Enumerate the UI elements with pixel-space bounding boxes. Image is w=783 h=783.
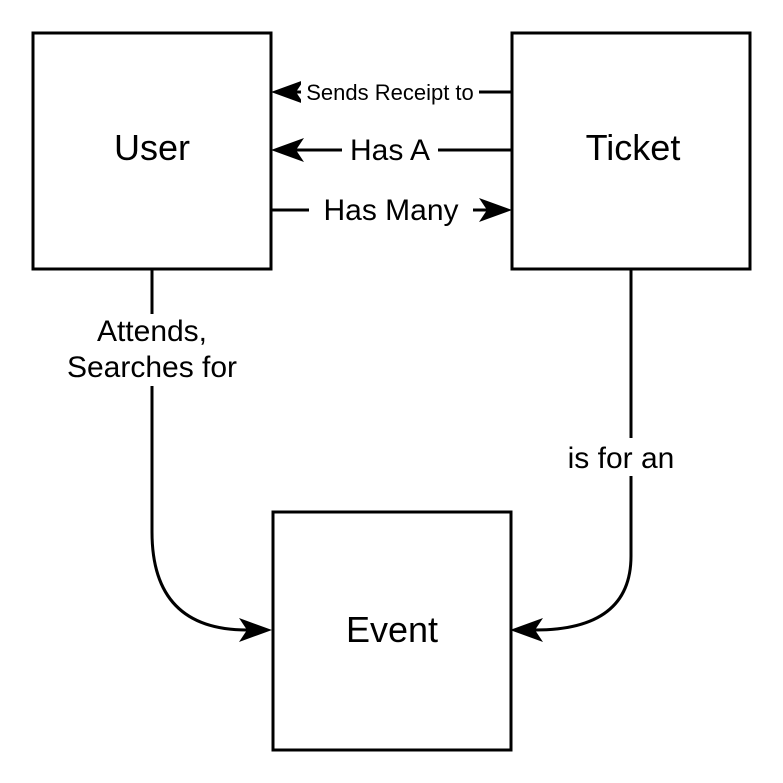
- arrowhead-left-icon: [271, 80, 304, 104]
- edge-attends-searches-for: [150, 269, 248, 632]
- arrowhead-left-icon: [510, 618, 543, 642]
- edge-label-has-a: Has A: [350, 134, 430, 167]
- label-bg: [50, 314, 255, 386]
- edge-label-has-many: Has Many: [323, 194, 458, 227]
- edge-label-sends-receipt-to: Sends Receipt to: [306, 80, 474, 105]
- arrowhead-right-icon: [239, 618, 272, 642]
- edge-label-attends-line2: Searches for: [67, 351, 237, 384]
- arrowhead-left-icon: [271, 138, 304, 162]
- entity-label-event: Event: [346, 609, 438, 650]
- entity-box-ticket: [510, 31, 752, 271]
- label-bg: [309, 193, 473, 227]
- label-bg: [554, 438, 688, 476]
- edge-is-for-an: [534, 269, 633, 632]
- entity-box-user: [31, 31, 273, 271]
- arrowhead-right-icon: [479, 198, 512, 222]
- label-bg: [342, 133, 438, 167]
- edge-label-is-for-an: is for an: [568, 442, 675, 475]
- entity-label-ticket: Ticket: [586, 127, 681, 168]
- label-bg: [301, 78, 479, 106]
- entity-label-user: User: [114, 127, 190, 168]
- edge-label-attends-line1: Attends,: [97, 315, 207, 348]
- entity-box-event: [271, 510, 513, 752]
